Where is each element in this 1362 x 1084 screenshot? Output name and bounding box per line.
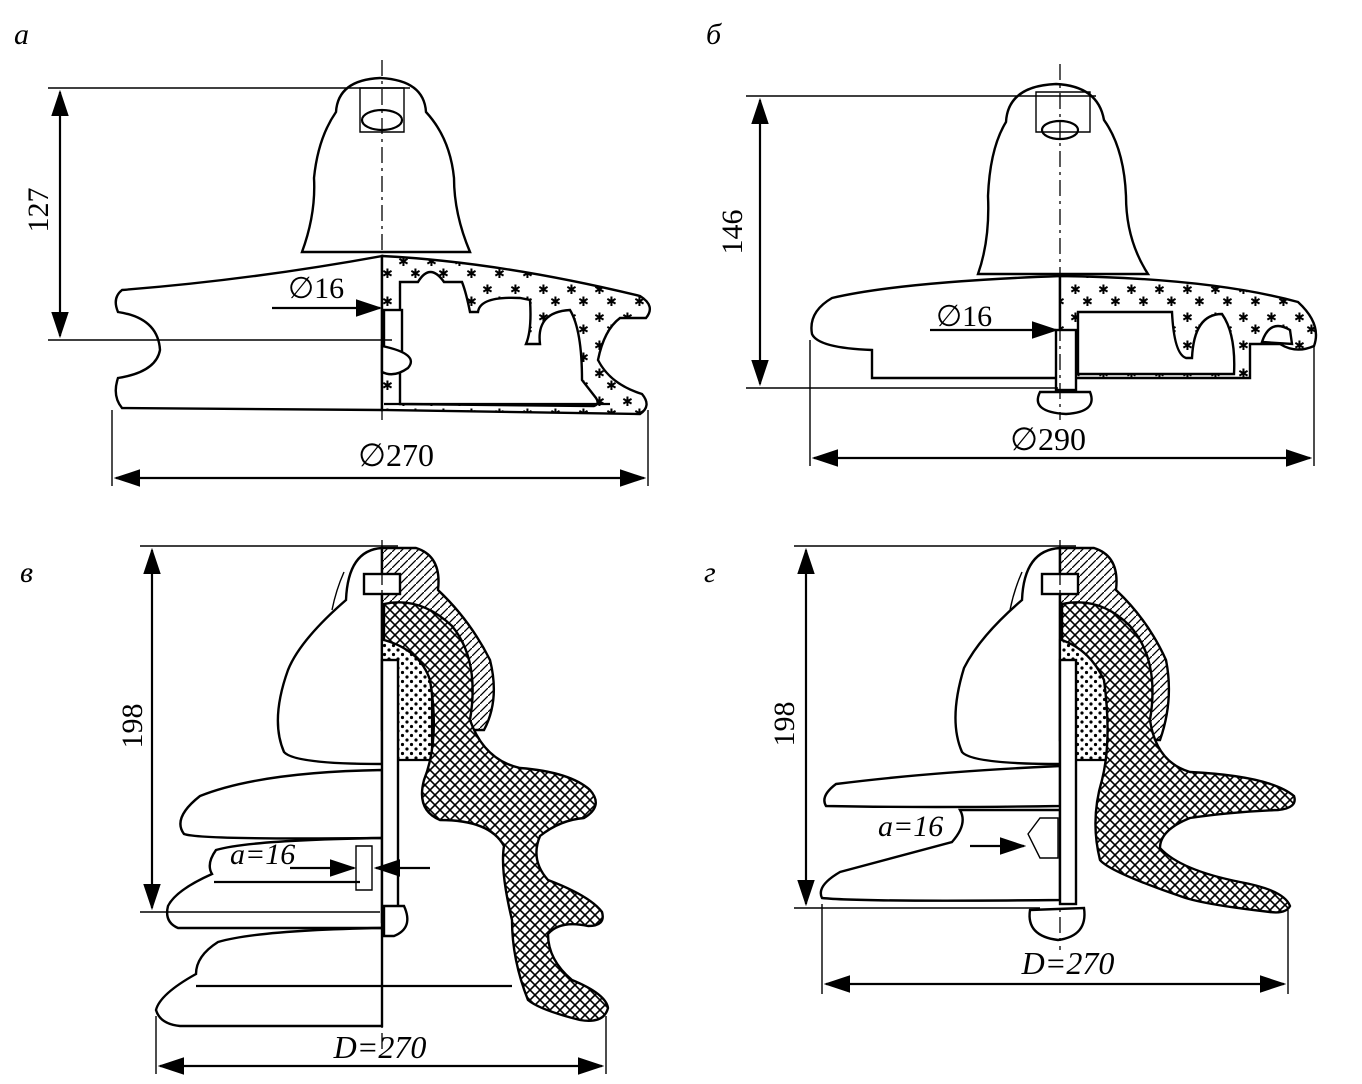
figure-a-cap — [300, 76, 472, 254]
figure-b-bore-label: ∅16 — [936, 300, 992, 333]
figure-a-shed-cavity — [398, 270, 599, 408]
figure-v-height-label: 198 — [116, 704, 149, 749]
figure-a-diameter-label: ∅270 — [358, 437, 434, 473]
figure-b-pin-eye — [1040, 119, 1080, 141]
figure-v-label: в — [20, 556, 33, 589]
figure-b-height-label: 146 — [716, 210, 749, 255]
figure-b-shed-outline — [810, 274, 1062, 380]
figure-b-diameter-label: ∅290 — [1010, 421, 1086, 457]
figure-a-pin-ball — [380, 344, 413, 376]
figure-g-diameter-label: D=270 — [1021, 945, 1115, 981]
figure-g: г 198 a=16 D=270 — [704, 540, 1296, 994]
figure-g-gap-label: a=16 — [878, 810, 943, 843]
figure-g-gap-bracket — [1027, 817, 1059, 859]
figure-a-shed-outline — [114, 254, 384, 412]
figure-a-bore-label: ∅16 — [288, 272, 344, 305]
figure-a-label: а — [14, 18, 29, 51]
figure-a-height-label: 127 — [22, 188, 55, 233]
figure-v-pin — [380, 658, 400, 924]
figure-g-cap-rim — [1009, 571, 1023, 611]
figure-b-cap — [976, 82, 1151, 276]
figure-b-drip-rib — [1260, 324, 1294, 346]
figure-g-dielectric-section — [1060, 601, 1296, 914]
figure-v-upper-shed — [179, 768, 384, 840]
figure-v: в 198 a=16 D=270 — [20, 540, 610, 1075]
figure-b-pin — [1054, 328, 1078, 392]
figure-v-diameter-label: D=270 — [333, 1029, 427, 1065]
figure-g-upper-shed — [823, 764, 1062, 809]
figure-b-pin-ball — [1036, 390, 1093, 416]
figure-g-label: г — [704, 556, 716, 589]
figure-v-gap-label: a=16 — [230, 838, 295, 871]
figure-b-shed-cavity — [1076, 310, 1236, 376]
figure-v-base-shed — [154, 926, 384, 1028]
figure-g-pin-ball — [1028, 906, 1086, 942]
figure-v-cap-rim — [331, 571, 345, 611]
figure-a: а 127 ∅16 ∅270 — [14, 18, 652, 487]
figure-g-cap — [954, 546, 1062, 766]
figure-v-dielectric-section — [382, 601, 610, 1022]
figure-v-cap — [276, 546, 384, 766]
figure-g-lower-shed — [819, 808, 1062, 902]
figure-b: б 146 ∅16 ∅290 — [706, 18, 1318, 467]
figure-g-height-label: 198 — [768, 702, 801, 747]
figure-b-label: б — [706, 18, 722, 51]
figure-g-pin — [1058, 658, 1078, 906]
figure-b-cap-socket — [1035, 91, 1091, 133]
figure-v-pin-end — [382, 904, 409, 938]
